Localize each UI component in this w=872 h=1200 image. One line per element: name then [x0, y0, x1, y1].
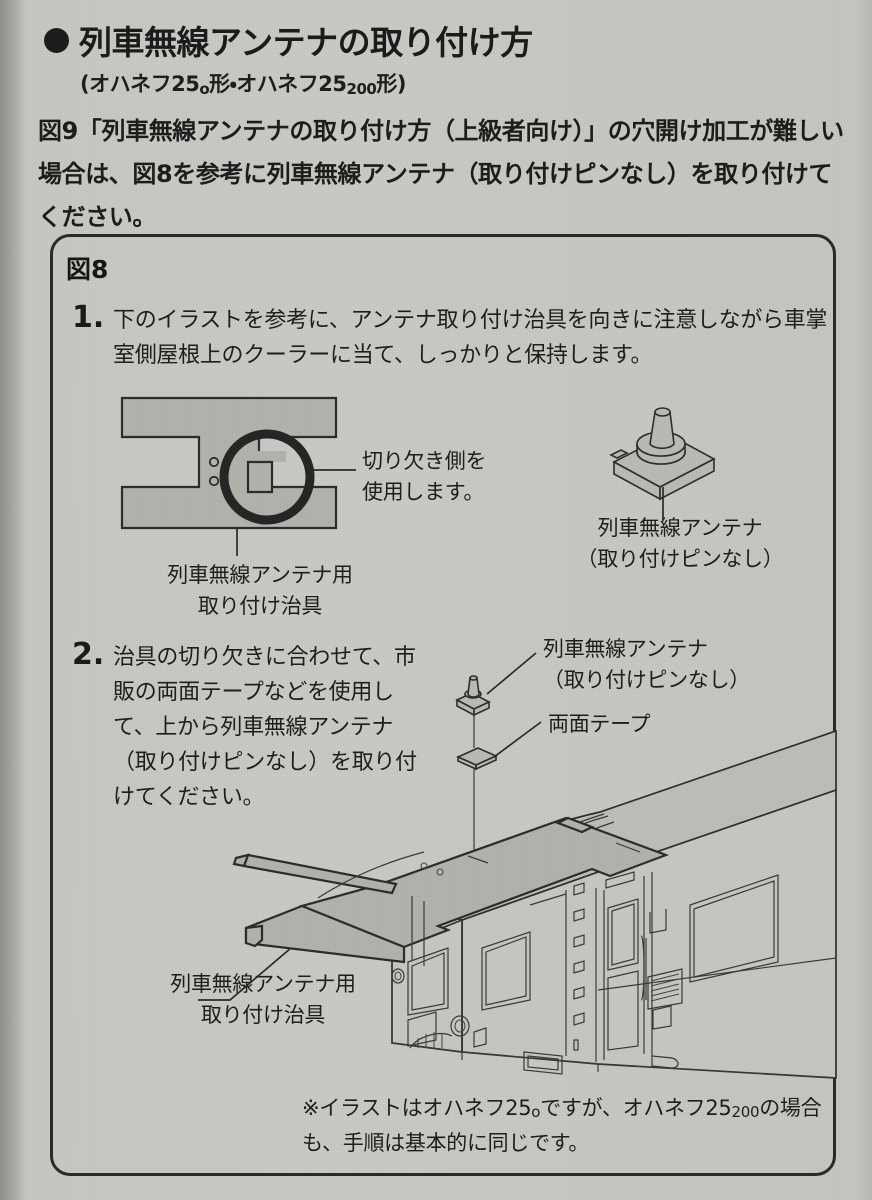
subtitle-sub-2: 200 — [346, 80, 377, 98]
step-1-number: 1. — [72, 300, 105, 335]
footnote-sub-2: 200 — [731, 1103, 760, 1121]
step-2-text: 治具の切り欠きに合わせて、市販の両面テープなどを使用して、上から列車無線アンテナ… — [113, 645, 417, 810]
footnote-sub-1: o — [531, 1103, 541, 1121]
callout-jig-top-line-1: 列車無線アンテナ用 — [167, 563, 353, 587]
footnote-suffix: の場合も、手順は基本的に同じです。 — [302, 1096, 822, 1155]
subtitle-mid: 形・オハネフ25 — [209, 72, 347, 96]
figure-footnote: ※イラストはオハネフ25oですが、オハネフ25200の場合も、手順は基本的に同じ… — [302, 1092, 822, 1160]
heading-subtitle: (オハネフ25o形・オハネフ25200形) — [80, 68, 406, 98]
page-heading: 列車無線アンテナの取り付け方 — [44, 16, 533, 64]
callout-antenna-mid: 列車無線アンテナ （取り付けピンなし） — [543, 634, 750, 696]
subtitle-prefix: (オハネフ25 — [80, 72, 200, 96]
callout-antenna-top-line-1: 列車無線アンテナ — [597, 516, 763, 540]
page-right-edge — [852, 0, 872, 1200]
callout-antenna-top-line-2: （取り付けピンなし） — [576, 547, 784, 571]
subtitle-sub-1: o — [199, 80, 210, 98]
step-2-number: 2. — [72, 637, 105, 672]
callout-jig-top-line-2: 取り付け治具 — [197, 594, 323, 618]
subtitle-suffix: 形) — [376, 72, 406, 96]
callout-antenna-top: 列車無線アンテナ （取り付けピンなし） — [565, 513, 795, 575]
callout-jig-bottom-line-1: 列車無線アンテナ用 — [170, 972, 356, 996]
figure-box — [50, 234, 836, 1176]
callout-jig-bottom-line-2: 取り付け治具 — [200, 1003, 326, 1027]
callout-jig-bottom: 列車無線アンテナ用 取り付け治具 — [138, 969, 388, 1031]
callout-double-sided-tape: 両面テープ — [548, 712, 651, 736]
callout-notch-side: 切り欠き側を 使用します。 — [362, 446, 487, 508]
page-title: 列車無線アンテナの取り付け方 — [79, 23, 533, 62]
callout-notch-line-1: 切り欠き側を — [362, 449, 487, 473]
page-left-edge — [0, 0, 26, 1200]
callout-notch-line-2: 使用します。 — [362, 480, 485, 504]
footnote-mid: ですが、オハネフ25 — [540, 1096, 732, 1120]
footnote-prefix: ※イラストはオハネフ25 — [302, 1096, 532, 1120]
bullet-icon — [44, 27, 69, 53]
figure-label: 図8 — [66, 255, 109, 284]
callout-antenna-mid-line-1: 列車無線アンテナ — [543, 637, 708, 661]
step-1-text: 下のイラストを参考に、アンテナ取り付け治具を向きに注意しながら車掌室側屋根上のク… — [113, 308, 828, 368]
intro-paragraph: 図9「列車無線アンテナの取り付け方（上級者向け）」の穴開け加工が難しい場合は、図… — [38, 117, 844, 231]
callout-antenna-mid-line-2: （取り付けピンなし） — [543, 668, 750, 692]
callout-jig-top: 列車無線アンテナ用 取り付け治具 — [135, 560, 385, 622]
